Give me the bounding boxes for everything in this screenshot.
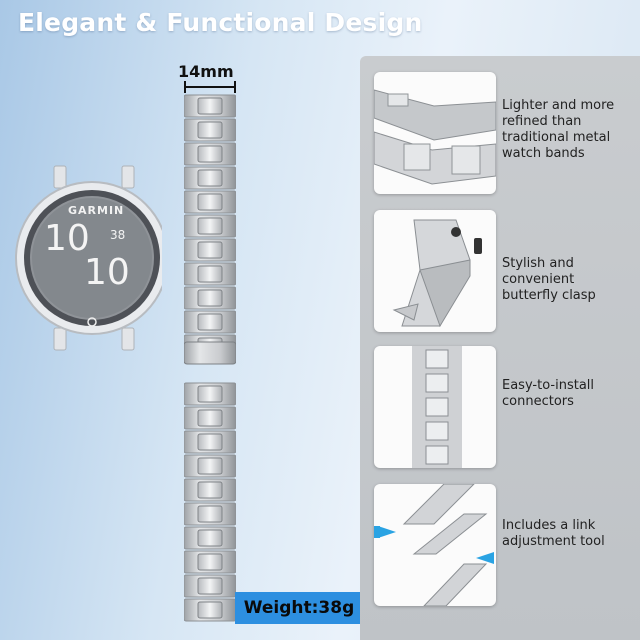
metal-band-image [184, 94, 236, 622]
band-link-center [197, 577, 223, 595]
band-link-center [197, 433, 223, 451]
band-link-center [197, 241, 223, 259]
band-link-center [197, 193, 223, 211]
connector-link [425, 397, 449, 417]
band-link-center [197, 121, 223, 139]
band-link-center [197, 481, 223, 499]
band-link-center [197, 313, 223, 331]
feature-image-band-closeup [374, 72, 496, 194]
band-link-center [197, 529, 223, 547]
connector-link [425, 445, 449, 465]
watch-small-number: 38 [110, 228, 126, 242]
connector-link [425, 349, 449, 369]
watch-brand: GARMIN [68, 204, 125, 217]
band-link-center [197, 601, 223, 619]
watch-hour: 10 [44, 218, 90, 259]
band-link-center [197, 265, 223, 283]
band-link-center [197, 457, 223, 475]
band-link-center [197, 385, 223, 403]
feature-text-4: Includes a link adjustment tool [502, 518, 605, 549]
band-width-indicator [184, 81, 236, 93]
watch-minute: 10 [84, 252, 130, 293]
connector-link [425, 421, 449, 441]
weight-badge: Weight:38g [235, 592, 363, 624]
band-link-center [197, 145, 223, 163]
connector-link [425, 373, 449, 393]
band-width-label: 14mm [178, 62, 234, 81]
band-link-center [197, 505, 223, 523]
watch-case-image [15, 165, 162, 351]
band-link-center [197, 409, 223, 427]
feature-image-link-adjust [374, 484, 496, 606]
band-link-center [197, 169, 223, 187]
headline: Elegant & Functional Design [18, 8, 423, 37]
band-link-center [197, 217, 223, 235]
feature-text-1: Lighter and more refined than traditiona… [502, 98, 615, 161]
feature-text-2: Stylish and convenient butterfly clasp [502, 256, 596, 303]
band-link-center [197, 289, 223, 307]
feature-image-connector [374, 346, 496, 468]
band-link-center [197, 97, 223, 115]
band-link-center [197, 553, 223, 571]
feature-text-3: Easy-to-install connectors [502, 378, 595, 409]
feature-image-butterfly-clasp [374, 210, 496, 332]
